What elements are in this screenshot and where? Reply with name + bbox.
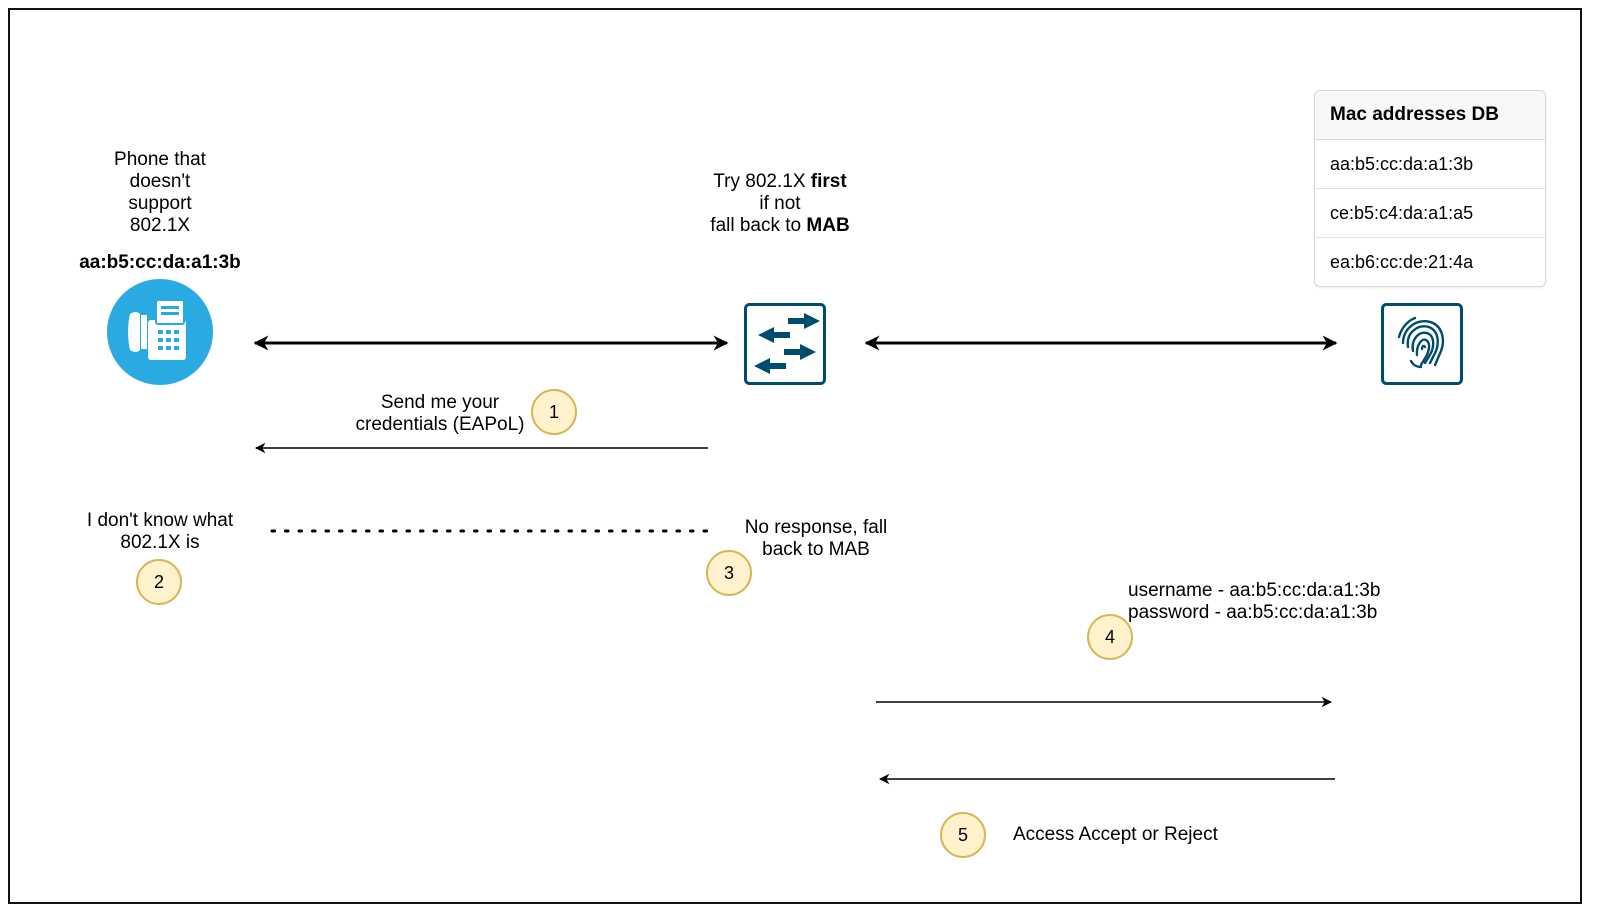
step-2-text: I don't know what 802.1X is	[70, 510, 250, 554]
phone-caption-line: support	[128, 193, 192, 214]
mac-db-row: aa:b5:cc:da:a1:3b	[1315, 140, 1545, 189]
mac-db-row: ea:b6:cc:de:21:4a	[1330, 252, 1474, 272]
mac-addresses-db-table: Mac addresses DB aa:b5:cc:da:a1:3b ce:b5…	[1314, 90, 1546, 287]
step-3-badge: 3	[706, 550, 752, 596]
step-text-line: Send me your	[380, 392, 500, 413]
fax-phone-icon	[107, 279, 213, 385]
step-text-line: I don't know what	[86, 510, 234, 531]
phone-caption-line: doesn't	[129, 171, 191, 192]
phone-mac: aa:b5:cc:da:a1:3b	[79, 252, 241, 273]
switch-label-text: fall back to	[710, 215, 807, 236]
mac-db-row: ce:b5:c4:da:a1:a5	[1315, 189, 1545, 238]
switch-label-line3: fall back to MAB	[680, 215, 880, 237]
phone-caption-line: Phone that	[114, 149, 206, 170]
phone-caption: Phone that doesn't support 802.1X	[90, 149, 230, 237]
step-text-line: username - aa:b5:cc:da:a1:3b	[1128, 580, 1381, 601]
step-2-badge: 2	[136, 559, 182, 605]
step-text-line: back to MAB	[762, 539, 870, 560]
step-text-line: password - aa:b5:cc:da:a1:3b	[1128, 602, 1378, 623]
step-4-badge: 4	[1087, 614, 1133, 660]
network-switch-icon	[744, 303, 826, 385]
step-1-badge: 1	[531, 389, 577, 435]
step-5-text: Access Accept or Reject	[1013, 824, 1253, 846]
fingerprint-server-icon	[1381, 303, 1463, 385]
phone-caption-line: 802.1X	[129, 215, 191, 236]
mac-db-title: Mac addresses DB	[1315, 91, 1545, 140]
switch-label: Try 802.1X first if not fall back to MAB	[680, 171, 880, 237]
diagram-frame	[8, 8, 1582, 904]
step-text-line: Access Accept or Reject	[1013, 824, 1218, 845]
step-4-text: username - aa:b5:cc:da:a1:3b password - …	[1128, 580, 1412, 624]
switch-label-emphasis: MAB	[806, 215, 850, 236]
step-text-line: credentials (EAPoL)	[355, 414, 525, 435]
switch-label-emphasis: first	[810, 171, 847, 192]
step-text-line: 802.1X is	[120, 532, 200, 553]
step-text-line: No response, fall	[744, 517, 888, 538]
step-5-badge: 5	[940, 812, 986, 858]
switch-label-line2: if not	[759, 193, 801, 214]
step-1-text: Send me your credentials (EAPoL)	[340, 392, 540, 436]
step-3-text: No response, fall back to MAB	[730, 517, 902, 561]
switch-label-line1: Try 802.1X first	[680, 171, 880, 193]
switch-label-text: Try 802.1X	[713, 171, 811, 192]
